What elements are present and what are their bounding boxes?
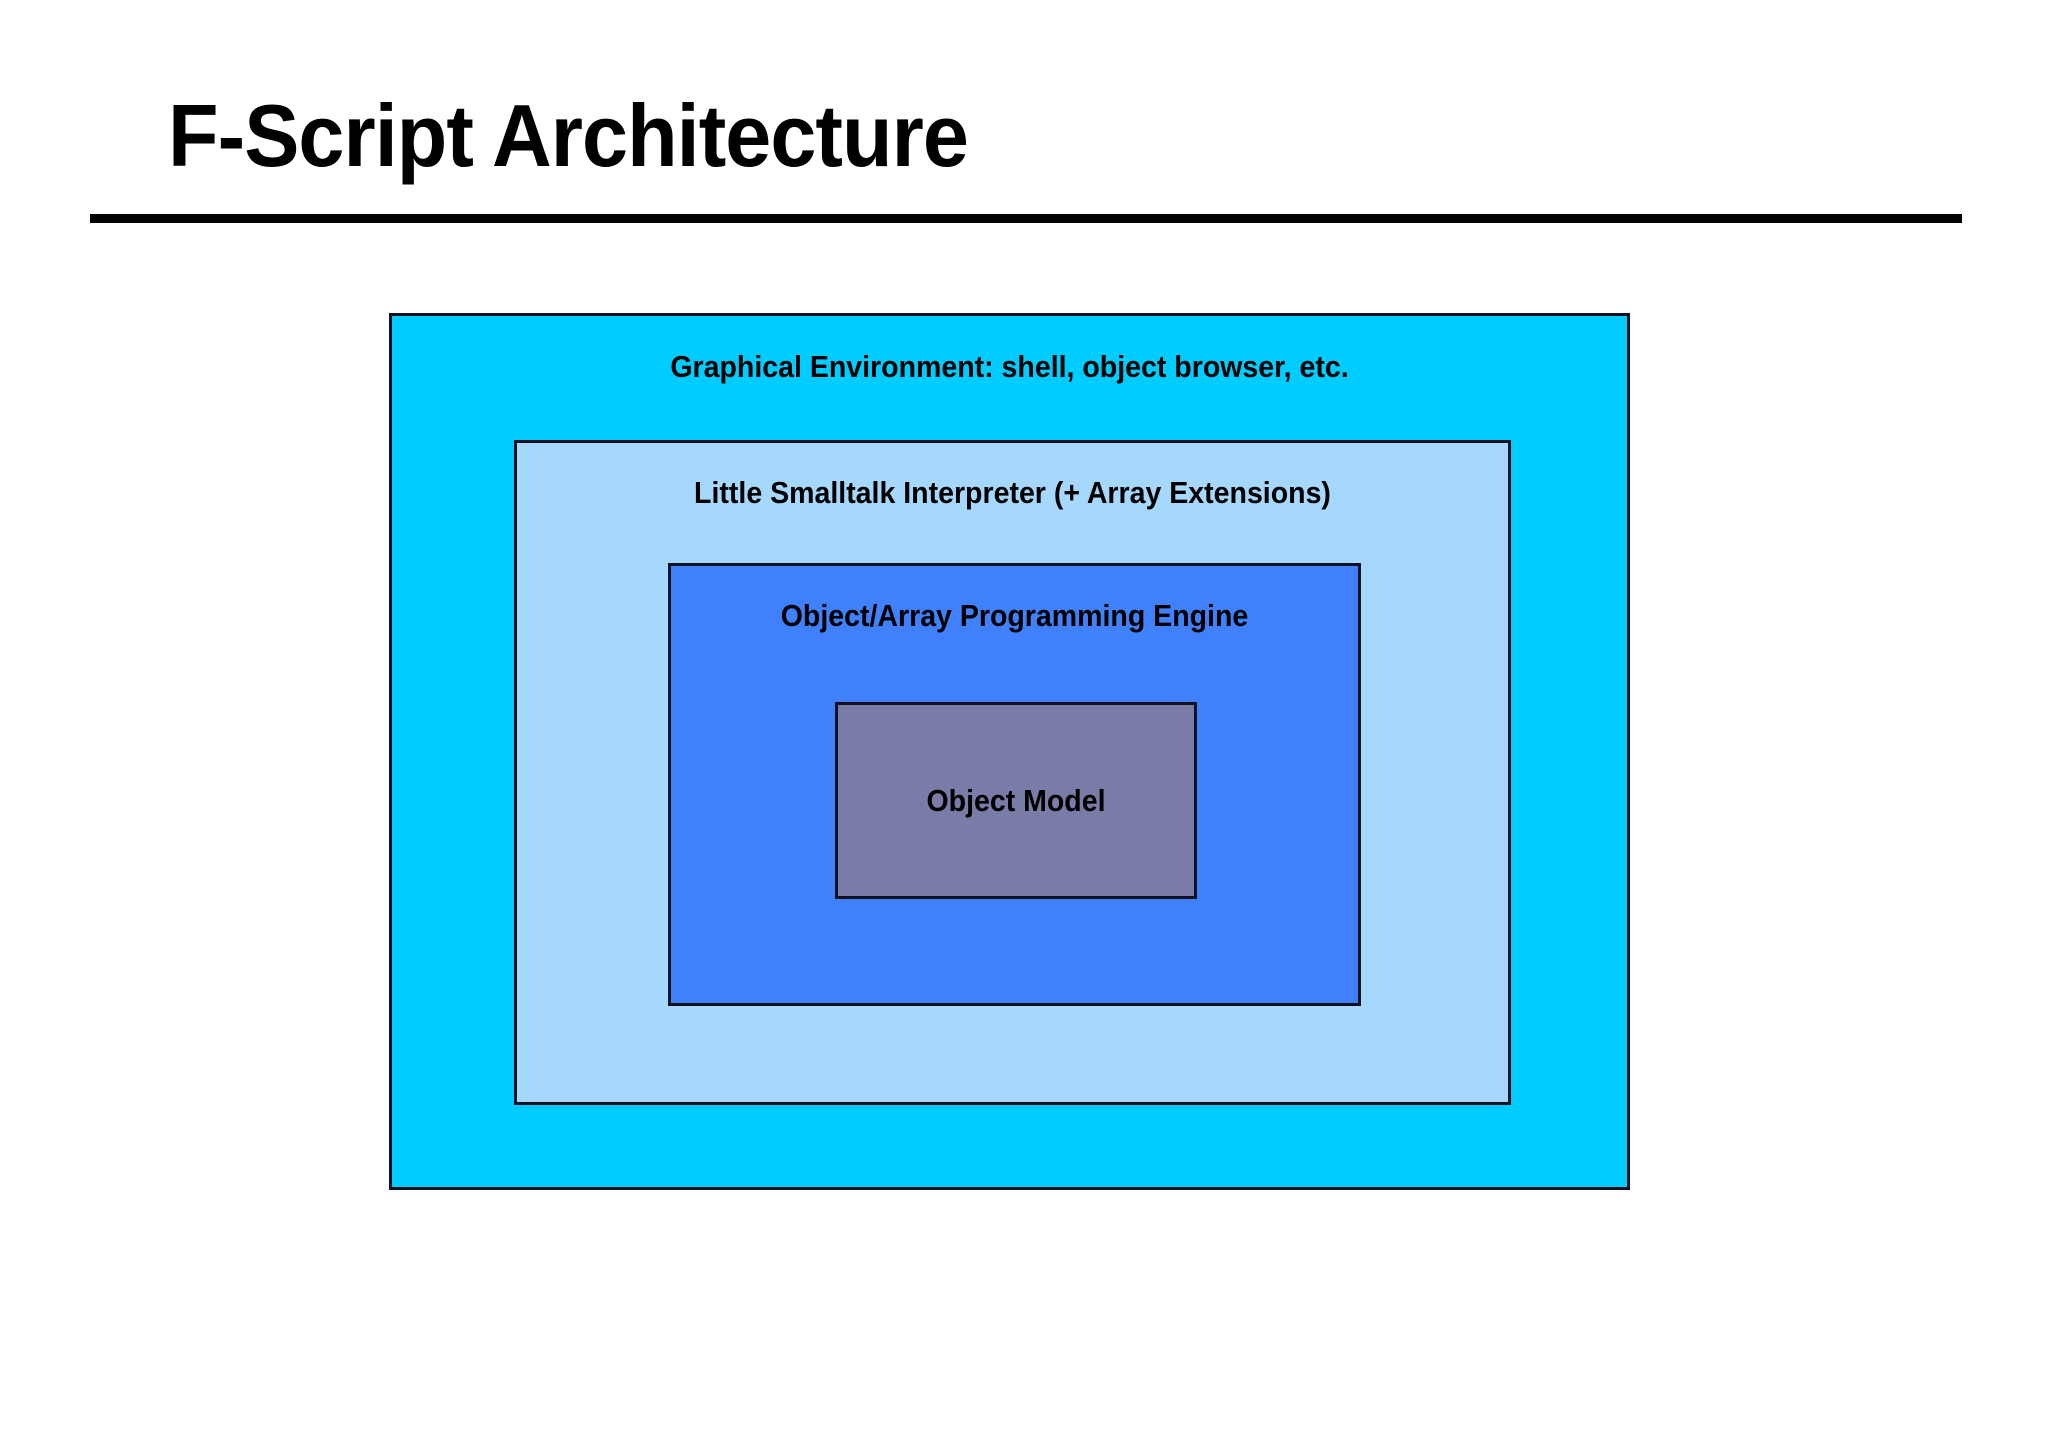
page-title: F-Script Architecture [168,86,969,185]
title-divider [90,214,1962,223]
diagram-layer-label-interpreter: Little Smalltalk Interpreter (+ Array Ex… [694,475,1331,510]
diagram-layer-engine: Object/Array Programming Engine Object M… [668,563,1361,1006]
diagram-layer-object-model: Object Model [835,702,1197,899]
diagram-layer-interpreter: Little Smalltalk Interpreter (+ Array Ex… [514,440,1511,1105]
diagram-layer-label-graphical-environment: Graphical Environment: shell, object bro… [670,349,1349,384]
diagram-layer-label-engine: Object/Array Programming Engine [780,598,1249,633]
diagram-layer-label-object-model: Object Model [926,782,1106,818]
diagram-layer-graphical-environment: Graphical Environment: shell, object bro… [389,313,1630,1190]
